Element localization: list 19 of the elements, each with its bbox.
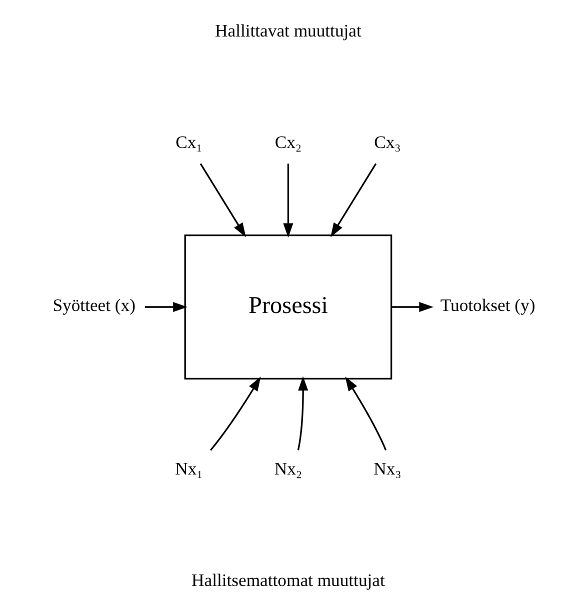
node-text: Nx₁ (174, 458, 202, 478)
node-box: Prosessi (184, 234, 392, 380)
arrow (344, 376, 386, 451)
label: Hallittavat muuttujat (214, 20, 361, 41)
arrow (144, 302, 187, 312)
node-text: Cx₁ (175, 132, 202, 152)
node-text: Syötteet (x) (52, 295, 135, 316)
arrow (199, 163, 246, 238)
arrow (282, 164, 293, 238)
label: Hallitsemattomat muuttujat (191, 570, 384, 590)
arrow (209, 376, 260, 451)
node-text: Nx₂ (274, 458, 302, 478)
arrow (391, 302, 434, 312)
arrow (296, 376, 308, 450)
arrow (330, 163, 376, 238)
node-text: Cx₃ (374, 132, 400, 152)
node-text: Cx₂ (274, 132, 302, 152)
node-text: Tuotokset (y) (440, 295, 535, 316)
node-text: Nx₃ (373, 458, 401, 478)
